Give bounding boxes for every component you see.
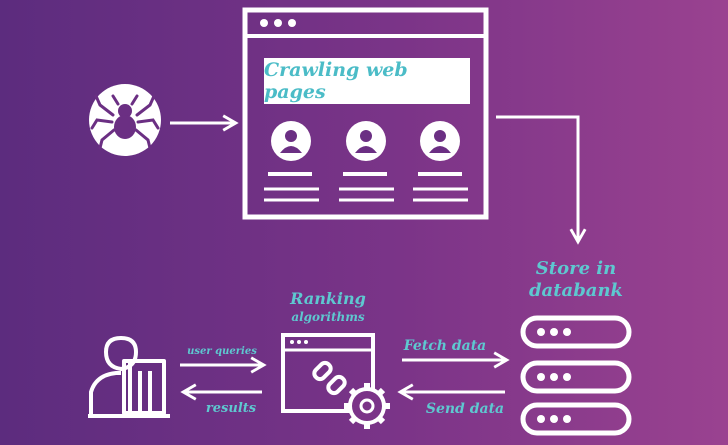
send-data-label: Send data	[425, 401, 505, 417]
browser-title: Crawling web pages	[264, 59, 408, 103]
store-label: Store in databank	[521, 258, 631, 302]
store-label-line1: Store in	[535, 258, 617, 279]
ranking-label-line2: algorithms	[291, 310, 365, 324]
database-server-icon	[520, 315, 632, 436]
gear-icon	[344, 383, 390, 429]
ranking-window-icon	[281, 333, 375, 413]
arrow-icon	[496, 115, 587, 245]
user-profile-icon	[264, 121, 319, 202]
user-profile-icon	[339, 121, 394, 202]
browser-window-icon	[242, 7, 489, 220]
spider-icon	[89, 84, 161, 156]
fetch-data-label: Fetch data	[403, 338, 487, 354]
results-label: results	[205, 401, 257, 416]
ranking-label: Ranking algorithms	[270, 289, 386, 325]
chain-link-icon	[312, 360, 347, 396]
user-at-computer-icon	[88, 336, 170, 418]
user-profile-icon	[413, 121, 468, 202]
store-label-line2: databank	[528, 280, 624, 301]
ranking-label-line1: Ranking	[290, 289, 366, 308]
user-queries-label: user queries	[187, 346, 257, 357]
browser-title-box: Crawling web pages	[264, 58, 470, 104]
